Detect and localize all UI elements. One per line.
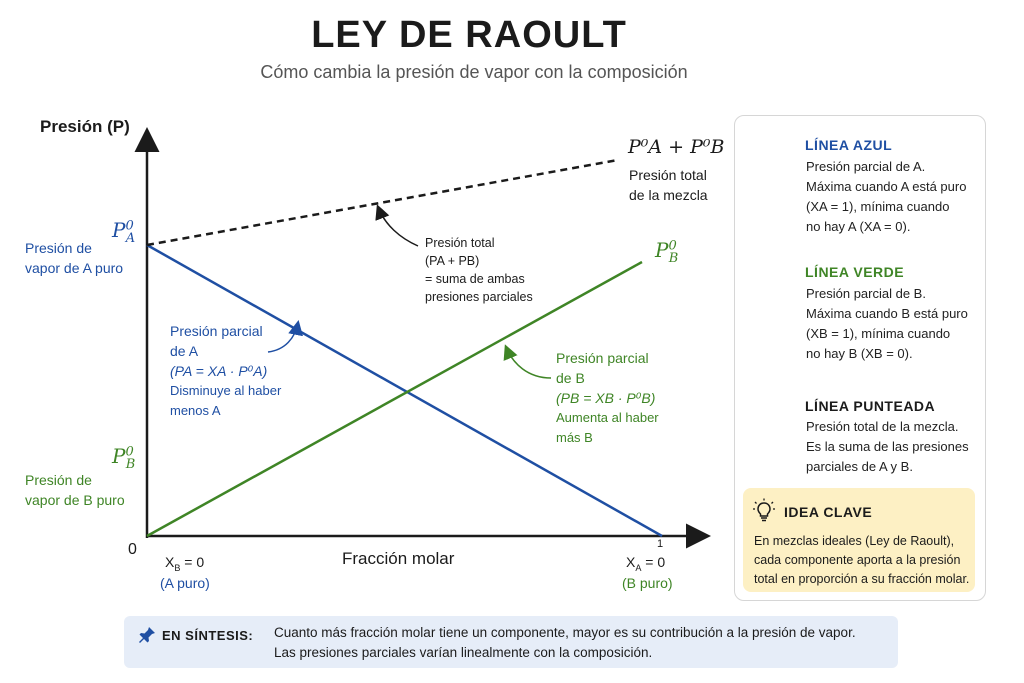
- legend-green-title: LÍNEA VERDE: [805, 264, 905, 280]
- xb-zero-label: XB = 0: [165, 554, 205, 573]
- partial-pressure-b-line: [146, 260, 643, 538]
- pb0-line-end-label: P0B: [655, 238, 679, 266]
- partial-b-callout-arrow: [503, 344, 552, 379]
- pb0-description: Presión de vapor de B puro: [25, 472, 125, 508]
- lightbulb-icon: [753, 498, 775, 522]
- key-idea-text: En mezclas ideales (Ley de Raoult), cada…: [754, 534, 970, 586]
- sum-description: Presión total de la mezcla: [629, 167, 708, 203]
- legend-dashed-text: Presión total de la mezcla. Es la suma d…: [806, 419, 969, 474]
- key-idea-box: IDEA CLAVE En mezclas ideales (Ley de Ra…: [743, 488, 975, 592]
- pa0-label: P0A: [112, 218, 136, 246]
- partial-a-callout-arrow: [267, 320, 303, 353]
- legend-green-text: Presión parcial de B. Máxima cuando B es…: [806, 286, 968, 361]
- legend-dashed-title: LÍNEA PUNTEADA: [805, 398, 936, 414]
- pa0-description: Presión de vapor de A puro: [25, 240, 124, 276]
- key-idea-title: IDEA CLAVE: [784, 504, 873, 520]
- partial-a-callout: Presión parcial de A (PA = XA · P⁰A) Dis…: [170, 323, 282, 418]
- x-axis-end-tick: 1: [657, 538, 664, 550]
- legend-blue-title: LÍNEA AZUL: [805, 137, 893, 153]
- a-pure-note: (A puro): [160, 575, 210, 591]
- partial-pressure-a-line: [146, 243, 663, 538]
- y-axis-label: Presión (P): [40, 117, 130, 136]
- synthesis-box: EN SÍNTESIS: Cuanto más fracción molar t…: [124, 616, 898, 668]
- legend-blue-text: Presión parcial de A. Máxima cuando A es…: [806, 159, 967, 234]
- b-pure-note: (B puro): [622, 575, 673, 591]
- synthesis-text: Cuanto más fracción molar tiene un compo…: [274, 625, 856, 660]
- synthesis-title: EN SÍNTESIS:: [162, 628, 254, 643]
- total-callout-arrow: [375, 204, 419, 247]
- total-pressure-line: [146, 158, 619, 247]
- partial-b-callout: Presión parcial de B (PB = XB · P⁰B) Aum…: [556, 350, 659, 445]
- sum-formula: P⁰A + P⁰B: [628, 136, 725, 158]
- xa-zero-label: XA = 0: [626, 554, 666, 573]
- pin-icon: [139, 627, 155, 643]
- pb0-label: P0B: [112, 444, 136, 472]
- page-subtitle: Cómo cambia la presión de vapor con la c…: [260, 62, 688, 82]
- page-title: LEY DE RAOULT: [311, 14, 627, 56]
- total-callout: Presión total (PA + PB) = suma de ambas …: [425, 236, 533, 304]
- x-axis-label: Fracción molar: [342, 549, 455, 568]
- origin-label: 0: [128, 541, 137, 558]
